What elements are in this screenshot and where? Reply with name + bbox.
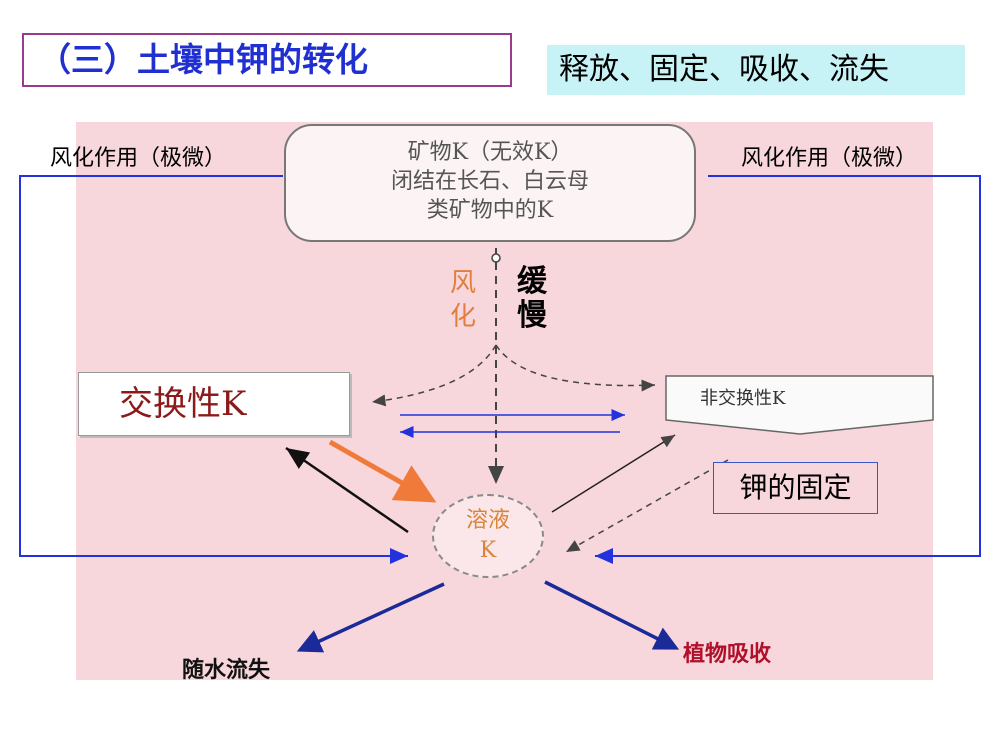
right-weathering-line <box>595 175 981 564</box>
arrow-to-nonexchangeable <box>551 434 676 513</box>
nonexchangeable-box <box>665 375 934 435</box>
left-weathering-line <box>19 175 408 564</box>
curve-to-nonexchangeable <box>495 344 656 392</box>
mineral-line-1: 矿物K（无效K） <box>407 140 573 165</box>
plant-uptake-label: 植物吸收 <box>683 641 772 667</box>
leaching-arrow <box>296 582 445 653</box>
mineral-line-3: 类矿物中的K <box>426 198 554 223</box>
fixation-dash-arrow <box>565 459 729 553</box>
mineral-line-2: 闭结在长石、白云母 <box>390 169 589 194</box>
solution-line-2: K <box>479 538 497 563</box>
weathering-char-1: 风 <box>450 268 477 298</box>
page-title: （三）土壤中钾的转化 <box>22 33 512 87</box>
orange-release-arrow <box>328 439 437 503</box>
weathering-node <box>491 253 501 263</box>
slow-char-2: 慢 <box>517 298 547 333</box>
nonexchangeable-k-label: 非交换性K <box>700 388 786 409</box>
black-adsorb-arrow <box>285 446 409 534</box>
curve-to-exchangeable <box>371 344 497 407</box>
leaching-label: 随水流失 <box>182 657 271 683</box>
right-weathering-label: 风化作用（极微） <box>741 146 918 171</box>
slow-char-1: 缓 <box>517 264 547 299</box>
weathering-char-2: 化 <box>450 302 477 332</box>
exchangeable-k-box: 交换性K <box>78 372 350 436</box>
solution-k-circle: 溶液 K <box>432 494 544 578</box>
mineral-k-box: 矿物K（无效K） 闭结在长石、白云母 类矿物中的K <box>284 124 696 242</box>
left-weathering-label: 风化作用（极微） <box>50 146 227 171</box>
solution-line-1: 溶液 <box>465 508 510 533</box>
potassium-fixation-box: 钾的固定 <box>713 462 878 514</box>
uptake-arrow <box>544 580 680 650</box>
process-summary: 释放、固定、吸收、流失 <box>547 45 965 95</box>
